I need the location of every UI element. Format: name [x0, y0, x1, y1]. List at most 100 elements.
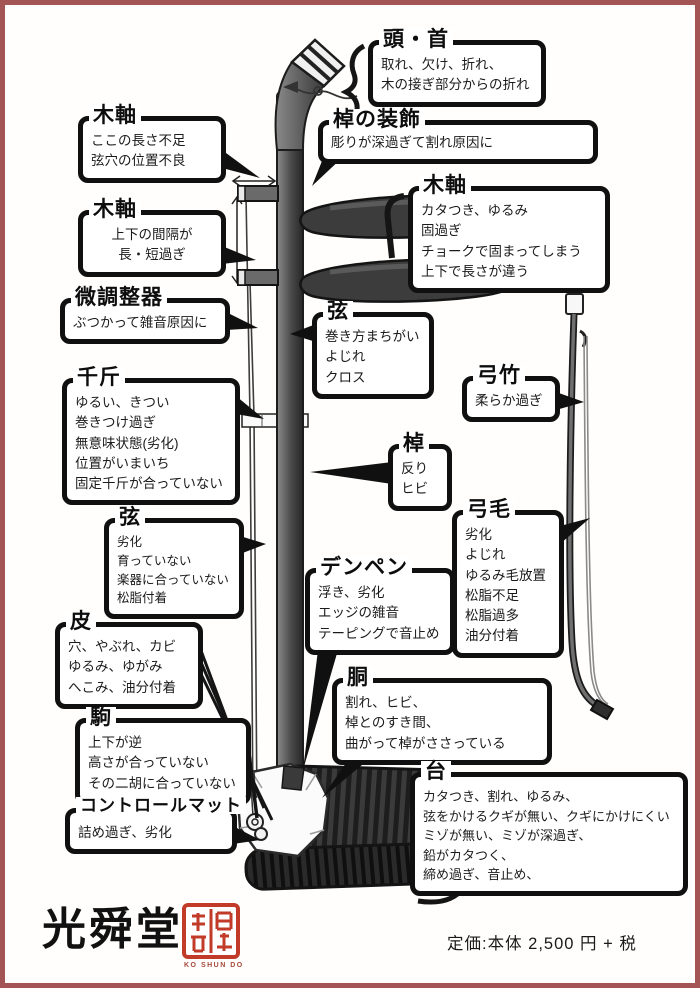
callout-line: ここの長さ不足	[91, 133, 186, 148]
head-arrow	[293, 86, 358, 100]
callout-line: へこみ、油分付着	[68, 679, 176, 695]
callout-line: 育っていない	[117, 553, 192, 568]
callout-line: 固定千斤が合っていない	[75, 476, 223, 491]
callout-lines: 劣化育っていない楽器に合っていない松脂付着	[117, 533, 231, 608]
callout-lines: ぶつかって雑音原因に	[73, 313, 217, 333]
callout-lines: カタつき、ゆるみ固過ぎチョークで固まってしまう上下で長さが違う	[421, 201, 597, 282]
callout-line: 上下の間隔が	[111, 227, 193, 242]
callout-title: 駒	[86, 707, 116, 728]
callout-lines: ゆるい、きつい巻きつけ過ぎ無意味状態(劣化) 位置がいまいち固定千斤が合っていない	[75, 393, 227, 494]
callout-line: 割れ、ヒビ、	[345, 695, 427, 710]
callout-koma: 駒 上下が逆高さが合っていないその二胡に合っていない	[75, 707, 251, 805]
callout-bichouseiki: 微調整器 ぶつかって雑音原因に	[60, 287, 230, 345]
callout-line: 詰め過ぎ、劣化	[78, 825, 172, 840]
callout-lines: 浮き、劣化エッジの雑音テーピングで音止め	[318, 583, 442, 644]
callout-line: エッジの雑音	[318, 605, 399, 621]
callout-line: チョークで固まってしまう	[421, 243, 582, 259]
callout-yumitake: 弓竹 柔らか過ぎ	[462, 365, 560, 423]
callout-line: 反り	[401, 461, 428, 476]
callout-line: 締め過ぎ、音止め、	[423, 867, 540, 882]
callout-line: 上下が逆	[88, 735, 142, 750]
callout-title: 弓竹	[473, 365, 525, 386]
koshundo-romaji: KO SHUN DO	[184, 962, 244, 969]
callout-line: 弦穴の位置不良	[91, 153, 186, 169]
callout-title: 木軸	[419, 175, 471, 196]
callout-line: 楽器に合っていない	[117, 572, 229, 587]
callout-line: その二胡に合っていない	[88, 775, 236, 791]
callout-yumike: 弓毛 劣化よじれゆるみ毛放置松脂不足松脂過多油分付着	[452, 499, 564, 658]
callout-title: 弦	[115, 507, 145, 528]
callout-line: よじれ	[325, 349, 366, 365]
callout-lines: 取れ、欠け、折れ、木の接ぎ部分からの折れ	[381, 55, 533, 96]
callout-line: クロス	[325, 369, 366, 385]
callout-control-mat: コントロールマット 詰め過ぎ、劣化	[65, 797, 246, 855]
callout-line: ゆるい、きつい	[75, 395, 170, 410]
callout-lines: カタつき、割れ、ゆるみ、弦をかけるクギが無い、クギにかけにくいミゾが無い、ミゾが…	[423, 787, 675, 885]
neck-shaft	[276, 91, 304, 781]
callout-line: 柔らか過ぎ	[475, 393, 543, 408]
callout-line: 油分付着	[465, 628, 519, 644]
callout-line: 弦をかけるクギが無い、クギにかけにくい	[423, 808, 670, 824]
callout-line: 巻きつけ過ぎ	[75, 415, 156, 431]
callout-line: 劣化	[465, 527, 492, 542]
callout-title: 木軸	[89, 199, 141, 220]
callout-lines: 巻き方まちがいよじれクロス	[325, 327, 421, 388]
callout-mokujiku-2: 木軸 カタつき、ゆるみ固過ぎチョークで固まってしまう上下で長さが違う	[408, 175, 610, 293]
callout-title: コントロールマット	[76, 797, 246, 814]
callout-title: 皮	[66, 611, 96, 632]
callout-dou: 胴 割れ、ヒビ、棹とのすき間、曲がって棹がささっている	[332, 667, 552, 765]
callout-line: 長・短過ぎ	[118, 247, 186, 263]
callout-title: 弓毛	[463, 499, 515, 520]
callout-line: 無意味状態(劣化)	[75, 435, 179, 451]
callout-title: 千斤	[73, 367, 125, 388]
callout-lines: 彫りが深過ぎて割れ原因に	[331, 133, 585, 153]
callout-title: 木軸	[89, 105, 141, 126]
callout-kawa: 皮 穴、やぶれ、カビゆるみ、ゆがみへこみ、油分付着	[55, 611, 203, 709]
callout-line: ヒビ	[401, 481, 428, 497]
callout-title: 台	[421, 761, 451, 782]
callout-lines: ここの長さ不足弦穴の位置不良	[91, 131, 213, 172]
callout-denpen: デンペン 浮き、劣化エッジの雑音テーピングで音止め	[305, 557, 455, 655]
callout-title: デンペン	[316, 557, 412, 578]
callout-line: 劣化	[117, 535, 143, 549]
callout-line: 曲がって棹がささっている	[345, 735, 506, 751]
callout-lines: 割れ、ヒビ、棹とのすき間、曲がって棹がささっている	[345, 693, 539, 754]
callout-line: 松脂過多	[465, 608, 519, 623]
callout-line: 浮き、劣化	[318, 585, 385, 600]
callout-lines: 上下が逆高さが合っていないその二胡に合っていない	[88, 733, 238, 794]
callout-sao: 棹 反りヒビ	[388, 433, 452, 511]
callout-line: 位置がいまいち	[75, 455, 170, 471]
callout-line: 棹とのすき間、	[345, 715, 440, 731]
callout-title: 胴	[343, 667, 373, 688]
callout-mokujiku-1: 木軸 ここの長さ不足弦穴の位置不良	[78, 105, 226, 183]
callout-lines: 柔らか過ぎ	[475, 391, 547, 411]
callout-line: 穴、やぶれ、カビ	[68, 639, 177, 654]
callout-title: 弦	[323, 301, 353, 322]
callout-line: ゆるみ、ゆがみ	[68, 659, 163, 675]
callout-line: 高さが合っていない	[88, 755, 209, 771]
callout-line: 巻き方まちがい	[325, 329, 420, 344]
callout-line: よじれ	[465, 547, 506, 563]
callout-line: テーピングで音止め	[318, 625, 440, 641]
callout-line: 取れ、欠け、折れ、	[381, 57, 503, 72]
callout-lines: 穴、やぶれ、カビゆるみ、ゆがみへこみ、油分付着	[68, 637, 190, 698]
bridge-knob	[254, 827, 268, 841]
callout-senkin: 千斤 ゆるい、きつい巻きつけ過ぎ無意味状態(劣化) 位置がいまいち固定千斤が合って…	[62, 367, 240, 506]
callout-line: 鉛がカタつく、	[423, 847, 515, 863]
callout-line: ゆるみ毛放置	[465, 567, 546, 583]
callout-title: 棹	[399, 433, 429, 454]
koshundo-logo: 光舜堂	[42, 904, 183, 955]
callout-line: カタつき、割れ、ゆるみ、	[423, 789, 579, 804]
callout-lines: 劣化よじれゆるみ毛放置松脂不足松脂過多油分付着	[465, 525, 551, 647]
callout-title: 微調整器	[71, 287, 167, 308]
callout-gen-2: 弦 劣化育っていない楽器に合っていない松脂付着	[104, 507, 244, 619]
callout-lines: 上下の間隔が長・短過ぎ	[91, 225, 213, 266]
callout-line: 彫りが深過ぎて割れ原因に	[331, 135, 493, 150]
callout-line: 上下で長さが違う	[421, 263, 529, 279]
callout-lines: 反りヒビ	[401, 459, 439, 500]
callout-sao-kazari: 棹の装飾 彫りが深過ぎて割れ原因に	[318, 109, 598, 165]
callout-line: 松脂不足	[465, 587, 519, 603]
callout-atama-kubi: 頭・首 取れ、欠け、折れ、木の接ぎ部分からの折れ	[368, 29, 546, 107]
callout-title: 棹の装飾	[329, 109, 425, 130]
